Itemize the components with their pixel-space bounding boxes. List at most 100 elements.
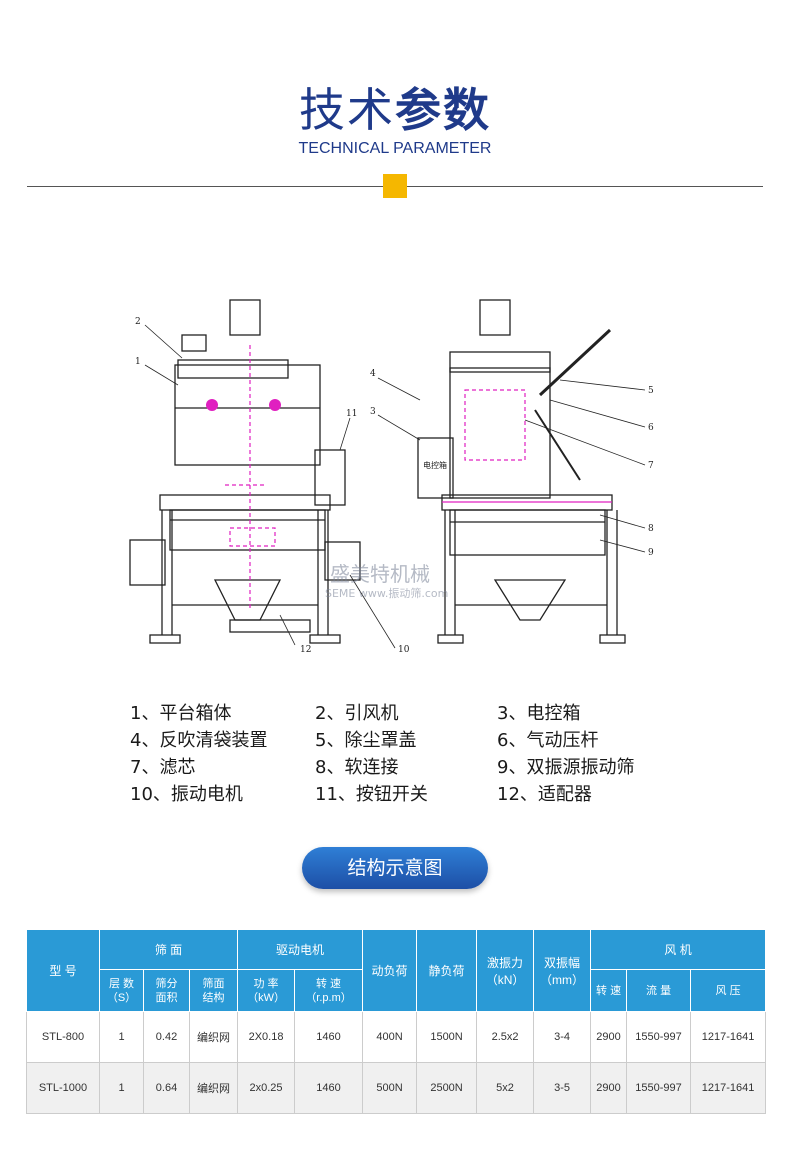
th-pressure: 风 压 — [690, 969, 767, 1012]
cell: 5x2 — [476, 1062, 535, 1114]
cell: 编织网 — [188, 1011, 239, 1063]
th-flow: 流 量 — [626, 969, 692, 1012]
table-row: STL-800 1 0.42 编织网 2X0.18 1460 400N 1500… — [26, 1011, 767, 1063]
watermark-logo: 盛美特机械 — [330, 562, 430, 586]
cell: 0.64 — [143, 1062, 190, 1114]
structure-diagram: 2 1 11 12 4 3 5 6 7 8 9 10 电控箱 — [129, 299, 654, 655]
legend-item: 12、适配器 — [497, 784, 592, 805]
legend-item: 9、双振源振动筛 — [497, 757, 635, 778]
legend-row: 1、平台箱体 2、引风机 3、电控箱 — [130, 700, 690, 727]
th-layers: 层 数（S） — [99, 969, 144, 1012]
cell: 1460 — [294, 1011, 364, 1063]
th-model: 型 号 — [26, 929, 100, 1012]
title-bold: 参数 — [395, 83, 491, 137]
legend-item: 7、滤芯 — [130, 757, 196, 778]
th-amplitude: 双振幅（mm） — [533, 929, 592, 1012]
cell: 1 — [99, 1062, 144, 1114]
spec-table: 型 号 筛 面 驱动电机 动负荷 静负荷 激振力（kN） 双振幅（mm） 风 机… — [26, 929, 767, 1114]
cell: 2900 — [590, 1011, 628, 1063]
callout-7: 7 — [648, 461, 654, 471]
th-fan-speed: 转 速 — [590, 969, 628, 1012]
cell: STL-800 — [26, 1011, 100, 1063]
th-screen: 筛 面 — [98, 929, 239, 970]
cell: 500N — [362, 1062, 418, 1114]
callout-1: 1 — [135, 357, 141, 367]
title-light: 技术 — [299, 83, 395, 137]
callout-2: 2 — [135, 317, 141, 327]
cell: 3-4 — [533, 1011, 592, 1063]
table-header-row: 型 号 筛 面 驱动电机 动负荷 静负荷 激振力（kN） 双振幅（mm） 风 机 — [26, 929, 767, 1012]
cell: 3-5 — [533, 1062, 592, 1114]
legend-row: 7、滤芯 8、软连接 9、双振源振动筛 — [130, 754, 690, 781]
cell: 1460 — [294, 1062, 364, 1114]
callout-11: 11 — [346, 409, 357, 419]
legend-item: 8、软连接 — [315, 757, 399, 778]
callout-6: 6 — [648, 423, 654, 433]
page-title: 技术参数 — [0, 82, 790, 138]
cell: STL-1000 — [26, 1062, 100, 1114]
callout-10: 10 — [398, 645, 410, 655]
legend-row: 4、反吹清袋装置 5、除尘罩盖 6、气动压杆 — [130, 727, 690, 754]
cell: 1500N — [416, 1011, 478, 1063]
vibration-motor-right — [324, 541, 361, 581]
cell: 1217-1641 — [690, 1011, 767, 1063]
callout-4: 4 — [370, 369, 376, 379]
th-dynamic-load: 动负荷 — [362, 929, 418, 1012]
cell: 2X0.18 — [237, 1011, 296, 1063]
legend-item: 11、按钮开关 — [315, 784, 428, 805]
cell: 1550-997 — [626, 1011, 692, 1063]
fan-housing-left — [177, 359, 289, 379]
th-speed: 转 速（r.p.m） — [294, 969, 364, 1012]
th-power: 功 率（kW） — [237, 969, 296, 1012]
cell: 编织网 — [188, 1062, 239, 1114]
control-cabinet-right — [417, 437, 454, 499]
callout-8: 8 — [648, 524, 654, 534]
structure-diagram-badge: 结构示意图 — [302, 847, 488, 889]
legend-item: 1、平台箱体 — [130, 703, 232, 724]
legend-item: 4、反吹清袋装置 — [130, 730, 268, 751]
legend-item: 5、除尘罩盖 — [315, 730, 417, 751]
page-subtitle: TECHNICAL PARAMETER — [298, 140, 492, 157]
callout-3: 3 — [370, 407, 376, 417]
fan-motor-right — [479, 299, 511, 336]
legend-item: 3、电控箱 — [497, 703, 581, 724]
cell: 2900 — [590, 1062, 628, 1114]
legend-item: 6、气动压杆 — [497, 730, 599, 751]
control-panel-left — [314, 449, 346, 506]
cell: 0.42 — [143, 1011, 190, 1063]
th-drive: 驱动电机 — [237, 929, 364, 970]
fan-motor-left — [229, 299, 261, 336]
th-static-load: 静负荷 — [416, 929, 478, 1012]
th-structure: 筛面结构 — [188, 969, 239, 1012]
fan-inlet-left — [181, 334, 207, 352]
table-row: STL-1000 1 0.64 编织网 2x0.25 1460 500N 250… — [26, 1062, 767, 1114]
th-area: 筛分面积 — [143, 969, 190, 1012]
cell: 2.5x2 — [476, 1011, 535, 1063]
platform-top-left — [159, 494, 331, 511]
cell: 2x0.25 — [237, 1062, 296, 1114]
callout-9: 9 — [648, 548, 654, 558]
divider-marker — [383, 174, 407, 198]
th-fan: 风 机 — [590, 929, 767, 970]
callout-12: 12 — [300, 645, 311, 655]
cell: 400N — [362, 1011, 418, 1063]
vibration-motor-left — [129, 539, 166, 586]
callout-5: 5 — [648, 386, 654, 396]
cell: 1217-1641 — [690, 1062, 767, 1114]
table-subheader-row: 层 数（S） 筛分面积 筛面结构 功 率（kW） 转 速（r.p.m） 转 速 … — [27, 969, 767, 1012]
cell: 2500N — [416, 1062, 478, 1114]
screen-right — [449, 509, 606, 556]
platform-box-left — [174, 364, 321, 466]
cabinet-label: 电控箱 — [423, 460, 447, 470]
legend-item: 2、引风机 — [315, 703, 399, 724]
legend-item: 10、振动电机 — [130, 784, 243, 805]
parts-legend: 1、平台箱体 2、引风机 3、电控箱 4、反吹清袋装置 5、除尘罩盖 6、气动压… — [130, 700, 690, 808]
screen-left — [169, 509, 326, 551]
legend-row: 10、振动电机 11、按钮开关 12、适配器 — [130, 781, 690, 808]
cell: 1550-997 — [626, 1062, 692, 1114]
watermark-url: SEME www.振动筛.com — [325, 587, 449, 600]
cell: 1 — [99, 1011, 144, 1063]
fan-housing-right — [449, 351, 551, 373]
adapter-pipe — [229, 619, 311, 633]
th-exciting-force: 激振力（kN） — [476, 929, 535, 1012]
